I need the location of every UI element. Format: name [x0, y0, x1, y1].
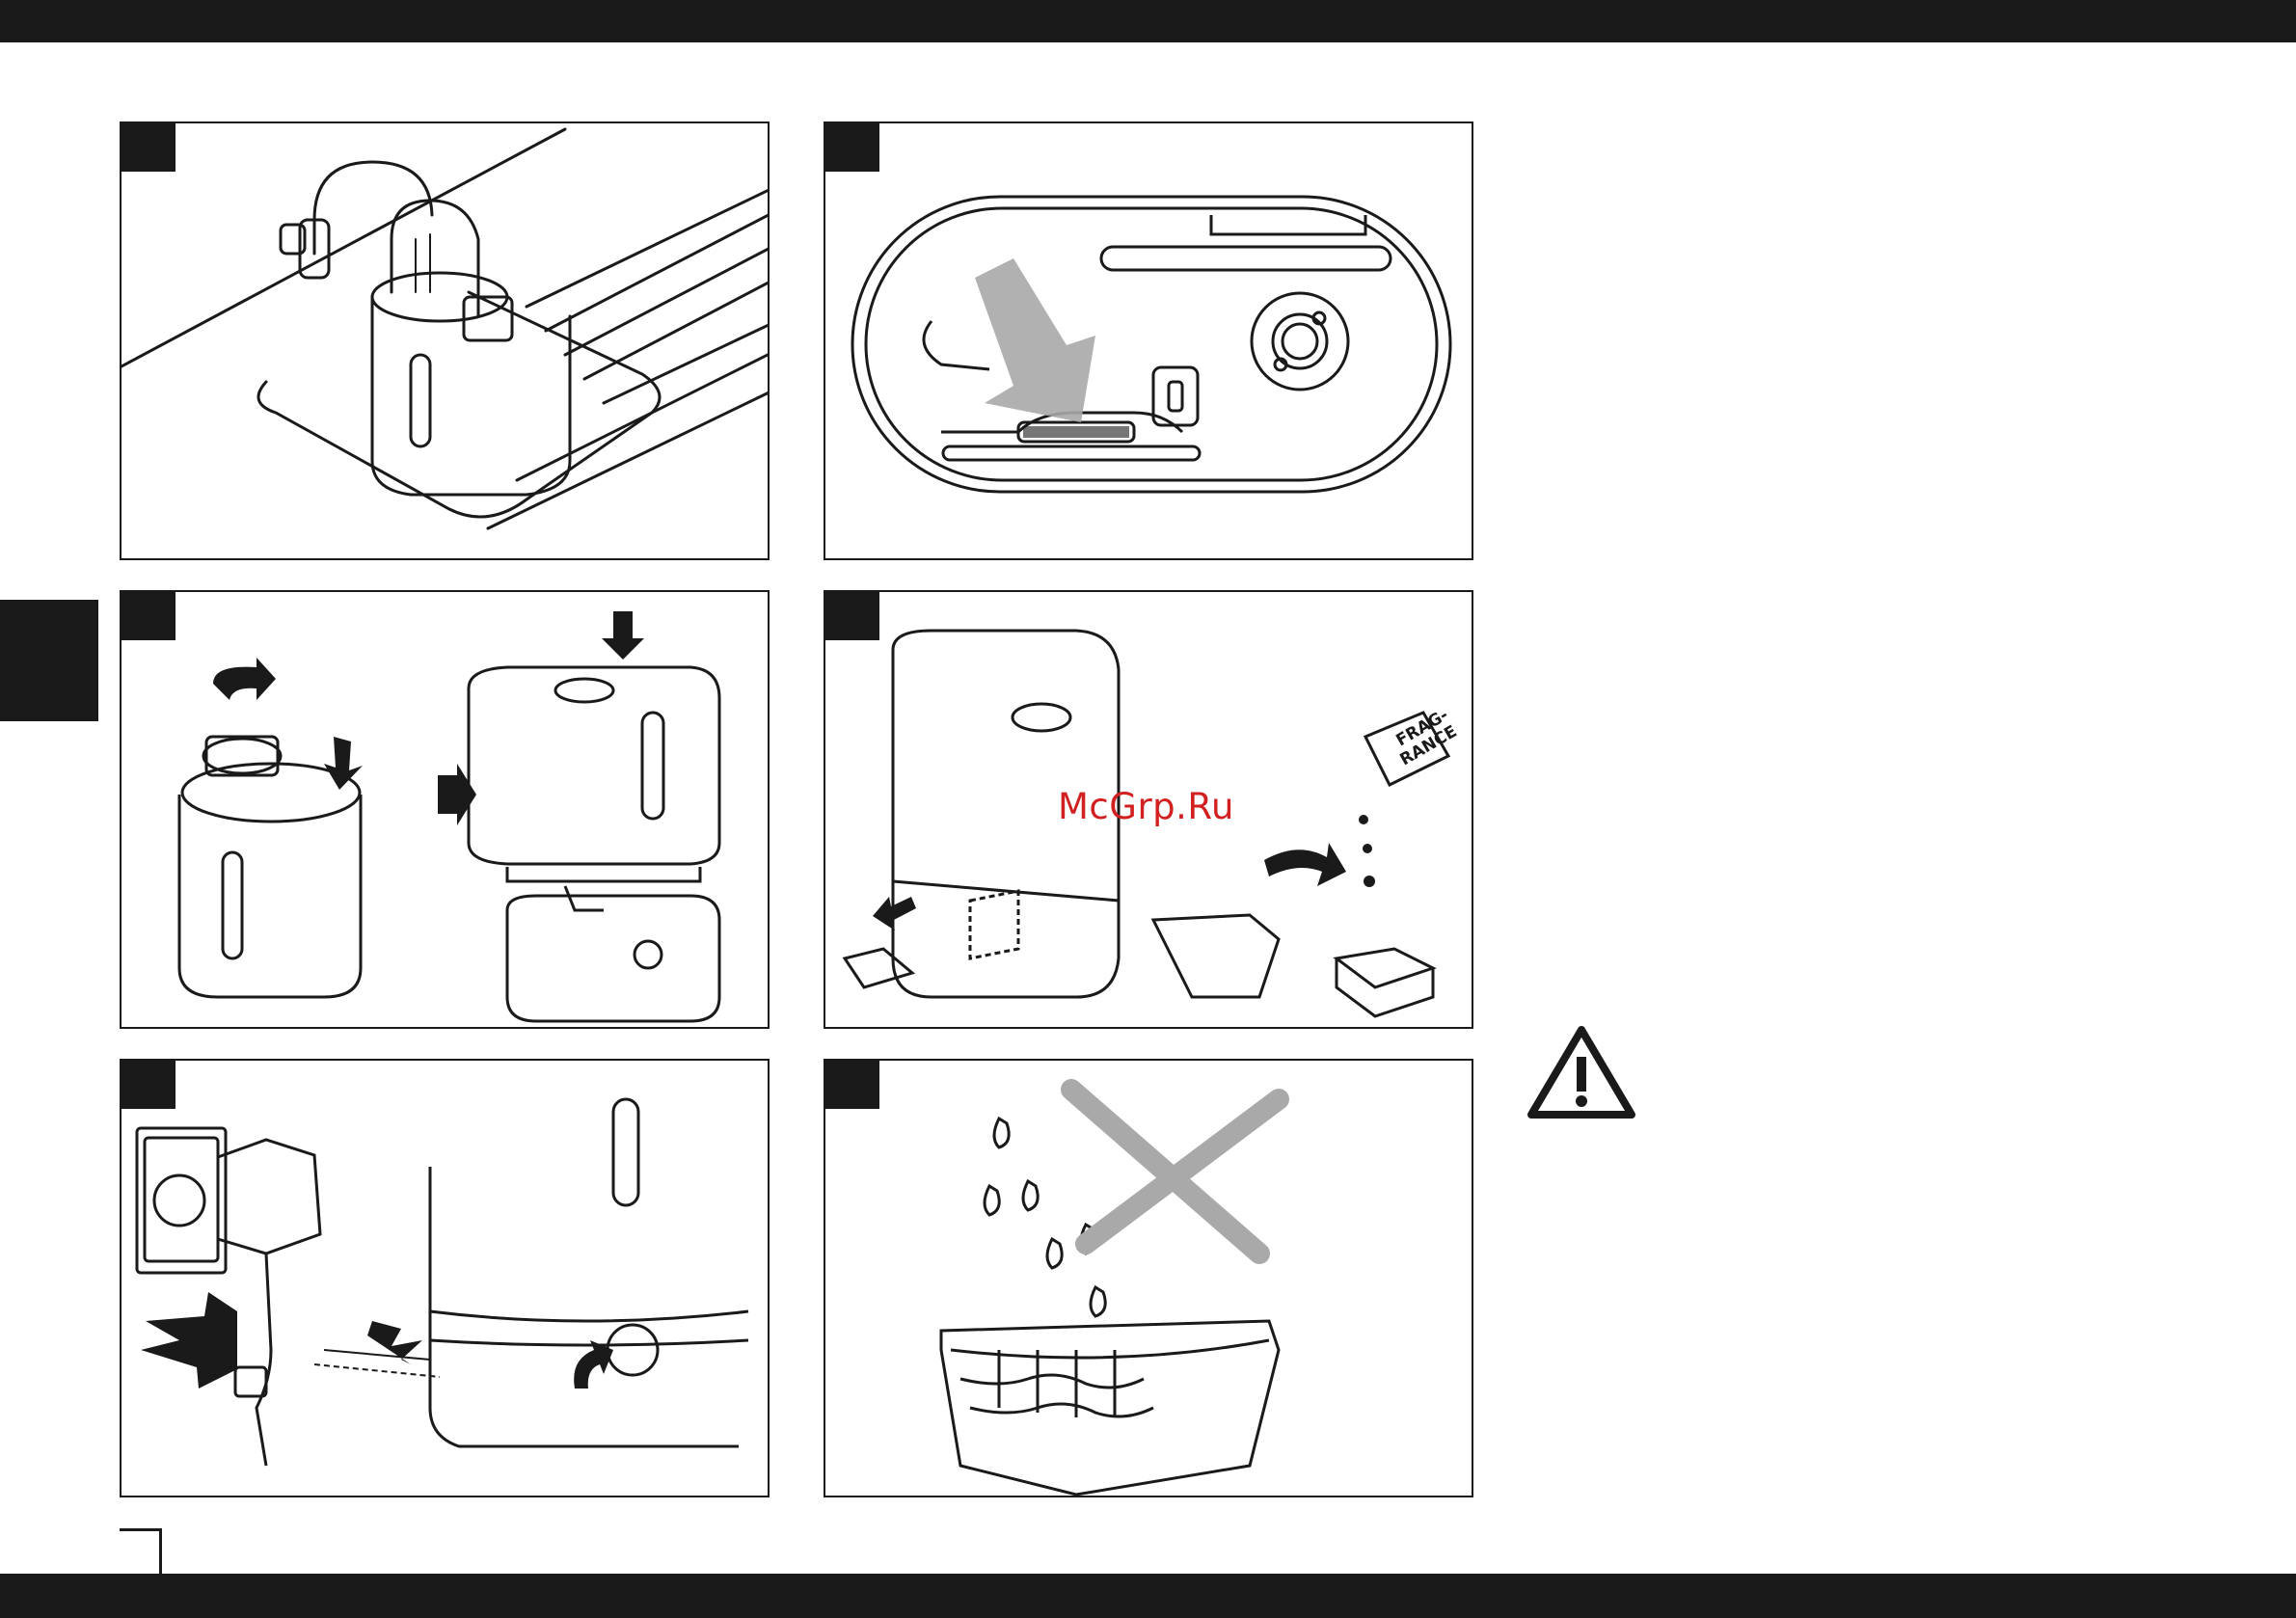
- panel-fill-at-tap: [120, 121, 770, 560]
- arrow-icon: [324, 737, 363, 790]
- plug-in-illustration: [122, 1061, 770, 1497]
- page-number-box: [120, 1528, 162, 1577]
- top-bar: [0, 0, 2296, 42]
- panel-no-water-tray: [824, 1059, 1473, 1497]
- no-water-illustration: [825, 1061, 1473, 1497]
- bottom-bar: [0, 1574, 2296, 1618]
- assemble-illustration: [122, 592, 770, 1029]
- arrow-icon: [975, 258, 1095, 422]
- arrow-icon: [574, 1340, 613, 1389]
- warning-triangle-icon: [1526, 1024, 1637, 1120]
- watermark: McGrp.Ru: [1058, 786, 1234, 827]
- arrow-icon: [1264, 843, 1346, 886]
- arrow-icon: [438, 764, 476, 825]
- tap-illustration: [122, 123, 770, 560]
- panel-plug-in: [120, 1059, 770, 1497]
- panel-base-bottom: [824, 121, 1473, 560]
- arrow-icon: [141, 1292, 237, 1389]
- arrow-icon: [213, 658, 276, 700]
- base-bottom-illustration: [825, 123, 1473, 560]
- section-tab: [0, 600, 98, 721]
- arrow-icon: [602, 611, 644, 660]
- panel-assemble-tank: [120, 590, 770, 1029]
